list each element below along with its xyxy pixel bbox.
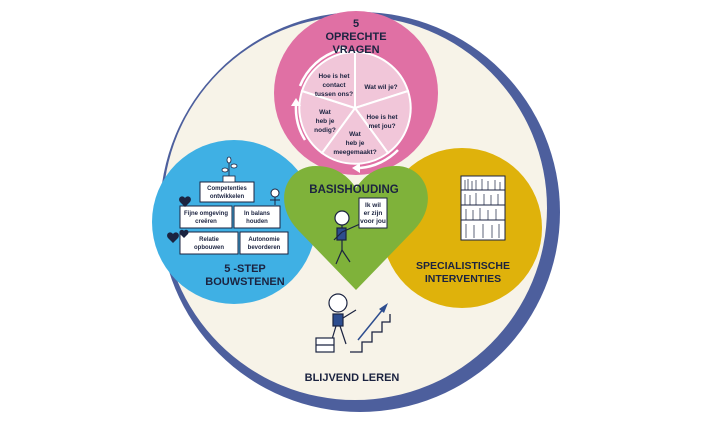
block-bottom-left: [179, 231, 239, 255]
cycle-arrow-icon: [294, 104, 307, 141]
arrow-up-icon: [357, 303, 388, 341]
plant-icon: [221, 156, 238, 183]
block-5-line1: Autonomie: [248, 237, 280, 243]
center-title: BASISHOUDING: [309, 184, 399, 196]
bottom-title: BLIJVEND LEREN: [305, 372, 400, 384]
cycle-arrow-icon: [359, 149, 399, 170]
question-3-line1: Hoe is het: [366, 114, 398, 121]
question-1-line1: Hoe is het: [318, 73, 350, 80]
stairs-icon: [350, 314, 391, 353]
left-title-line2: BOUWSTENEN: [205, 276, 285, 288]
block-2-line2: creëren: [195, 219, 217, 225]
sign-line1: Ik wil: [365, 202, 381, 209]
question-5-line3: nodig?: [314, 127, 336, 134]
cycle-arrow-icon: [298, 48, 341, 87]
block-3-line1: In balans: [244, 211, 271, 217]
arrowhead-icon: [291, 98, 301, 106]
right-title-line1: SPECIALISTISCHE: [416, 260, 510, 272]
person-figure-icon: [333, 210, 361, 265]
small-figure-icon: [270, 188, 280, 205]
arrowhead-icon: [352, 163, 360, 173]
right-title-line2: INTERVENTIES: [425, 273, 501, 285]
top-title-line3: VRAGEN: [332, 44, 379, 56]
left-title-line1: 5 -STEP: [224, 263, 266, 275]
pie-slice: [320, 106, 390, 165]
arrowhead-icon: [340, 45, 348, 55]
question-4-line2: heb je: [346, 140, 365, 147]
pie-slice: [300, 50, 356, 110]
building-blocks: [179, 181, 289, 255]
question-2-line1: Wat wil je?: [364, 84, 397, 91]
block-1-line2: ontwikkelen: [210, 194, 245, 200]
question-1-line2: contact: [322, 82, 346, 89]
question-5-line2: heb je: [316, 118, 335, 125]
top-title-line1: 5: [353, 18, 359, 30]
questions-pie: [291, 45, 412, 173]
sign-line2: er zijn: [364, 210, 383, 217]
block-3-line2: houden: [246, 219, 268, 225]
block-2-line1: Fijne omgeving: [184, 211, 228, 217]
question-4-line1: Wat: [349, 131, 362, 138]
block-1-line1: Competenties: [207, 186, 247, 192]
question-4-line3: meegemaakt?: [333, 149, 376, 156]
sign-board: [358, 197, 388, 229]
block-bottom-right: [239, 231, 289, 255]
pie-slice: [298, 89, 357, 155]
sign-line3: voor jou: [360, 218, 386, 225]
top-title-line2: OPRECHTE: [325, 31, 386, 43]
bookshelf-icon: [460, 175, 506, 241]
block-5-line2: bevorderen: [248, 245, 281, 251]
question-3-line2: met jou?: [368, 123, 395, 130]
block-4-line2: opbouwen: [194, 245, 224, 251]
question-5-line1: Wat: [319, 109, 332, 116]
question-1-line3: tussen ons?: [315, 91, 353, 98]
block-4-line1: Relatie: [199, 237, 219, 243]
pie-slice: [354, 50, 410, 110]
block-mid-left: [179, 205, 233, 229]
heart-icon: [167, 196, 191, 243]
block-mid-right: [233, 205, 281, 229]
pie-slice: [353, 89, 412, 155]
climbing-person-icon: [315, 293, 357, 353]
center-heart: [284, 166, 428, 290]
